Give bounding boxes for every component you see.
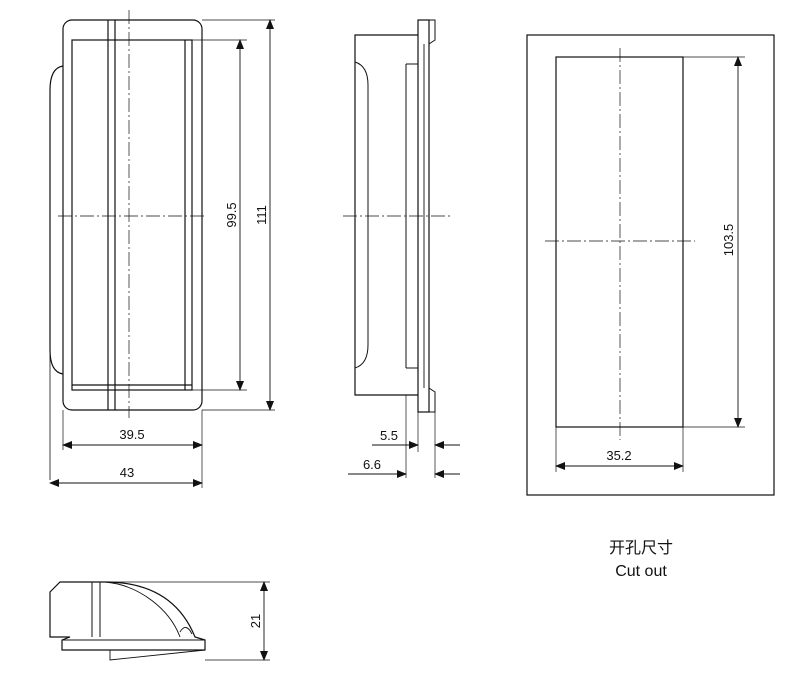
cutout-opening: [555, 56, 684, 428]
dim-label-103-5: 103.5: [721, 224, 736, 257]
dim-label-35-2: 35.2: [606, 448, 631, 463]
bottom-view-profile: [49, 581, 206, 651]
cutout-caption-cn: 开孔尺寸: [609, 538, 673, 557]
dim-label-6-6: 6.6: [363, 457, 381, 472]
cutout-view: [526, 34, 775, 496]
front-view-inner-panel: [71, 39, 193, 391]
dim-label-5-5: 5.5: [380, 428, 398, 443]
cutout-panel-border: [526, 34, 775, 496]
bottom-view: [49, 581, 270, 661]
front-view-outer-frame: [62, 19, 203, 411]
dim-label-39-5: 39.5: [119, 427, 144, 442]
dim-label-111: 111: [254, 205, 269, 225]
dim-label-43: 43: [120, 465, 134, 480]
side-view-body: [354, 34, 418, 396]
front-view-handle-bulge: [49, 65, 64, 375]
dim-label-21: 21: [248, 614, 263, 628]
dim-label-99-5: 99.5: [224, 202, 239, 227]
side-view: [343, 19, 460, 478]
front-view: [49, 10, 275, 488]
cutout-caption-en: Cut out: [615, 563, 667, 580]
